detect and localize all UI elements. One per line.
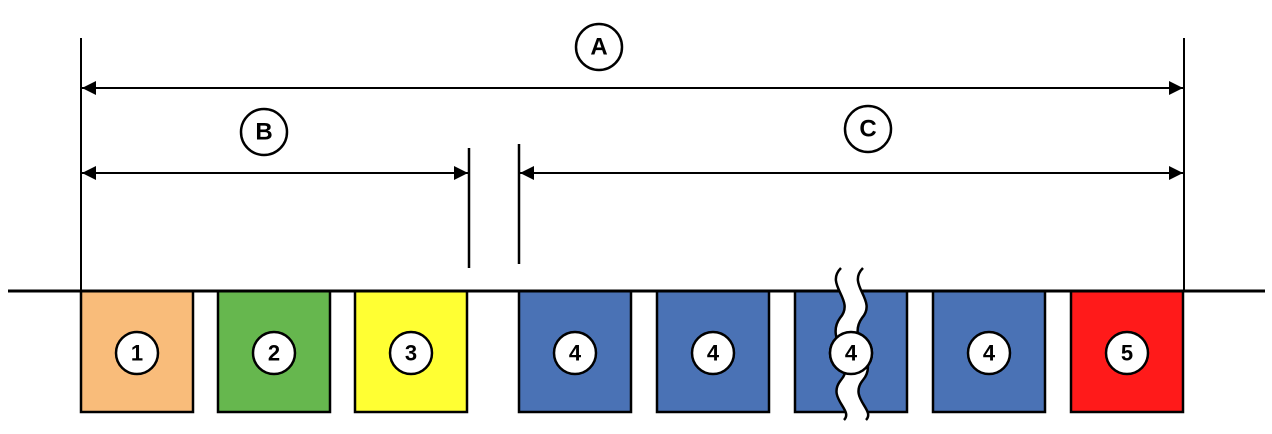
block-badge <box>1104 330 1150 376</box>
block-7: 4 <box>931 289 1047 414</box>
block-badge <box>966 330 1012 376</box>
block-label: 3 <box>405 341 417 366</box>
blocks-row: 1 2 3 4 4 4 4 5 <box>79 289 1185 414</box>
break-block-label: 4 <box>845 341 858 366</box>
block-badge <box>388 330 434 376</box>
block-rect <box>1069 289 1185 414</box>
dimension-label-b-text: B <box>255 119 272 146</box>
block-8: 5 <box>1069 289 1185 414</box>
block-badge <box>690 330 736 376</box>
block-label: 5 <box>1121 341 1133 366</box>
block-label: 4 <box>983 341 996 366</box>
block-2: 2 <box>216 289 332 414</box>
break-mark: 4 <box>828 267 874 421</box>
dimension-label-c: C <box>843 104 893 154</box>
block-label: 4 <box>707 341 720 366</box>
dimension-label-a: A <box>574 22 624 72</box>
block-label: 4 <box>569 341 582 366</box>
block-badge <box>114 330 160 376</box>
dimension-label-c-text: C <box>859 116 876 143</box>
block-5: 4 <box>655 289 771 414</box>
dimension-label-b: B <box>239 107 289 157</box>
break-block-badge <box>828 330 874 376</box>
block-badge <box>251 330 297 376</box>
block-label: 1 <box>131 341 143 366</box>
dimension-label-a-text: A <box>590 34 607 61</box>
block-3: 3 <box>353 289 469 414</box>
block-4: 4 <box>517 289 633 414</box>
block-label: 2 <box>268 341 280 366</box>
block-badge <box>552 330 598 376</box>
block-1: 1 <box>79 289 195 414</box>
